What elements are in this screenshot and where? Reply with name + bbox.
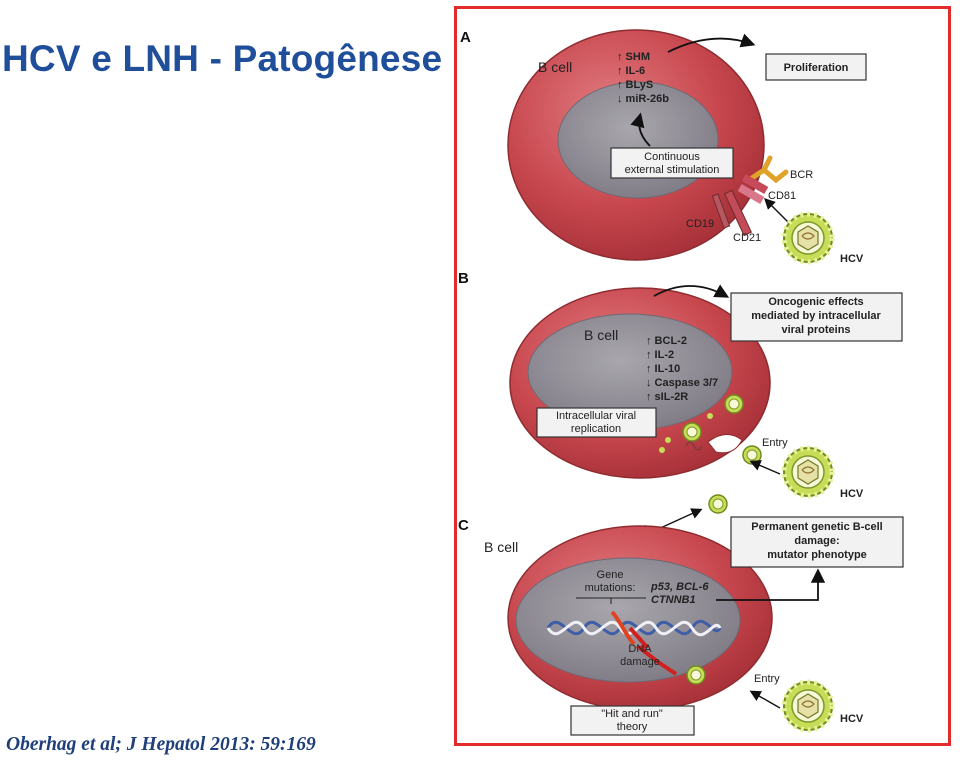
hcv-binding-arrow [764, 198, 791, 225]
panel-c-entry-label: Entry [754, 673, 780, 685]
gene-label-line1: Gene [597, 569, 624, 581]
genes-label-line2: CTNNB1 [651, 594, 696, 606]
cd21-receptor [723, 189, 753, 237]
hcv-virus-icon [784, 682, 832, 730]
dna-helix [546, 610, 722, 646]
viral-particle [707, 413, 713, 419]
small-virus-icon [686, 665, 706, 685]
oncogenic-label-line2: mediated by intracellular [751, 310, 881, 322]
exit-arrow [655, 508, 703, 531]
theory-label-line1: "Hit and run" [601, 708, 663, 720]
oncogenic-arrow [653, 284, 730, 298]
panel-b-marker: ↑ sIL-2R [646, 391, 688, 403]
hcv-virus-icon [784, 214, 832, 262]
panel-b-entry-label: Entry [762, 437, 788, 449]
panel-b-marker: ↑ IL-2 [646, 349, 674, 361]
panel-a-hcv-label: HCV [840, 253, 864, 265]
small-virus-icon [724, 394, 744, 414]
lightning-bolt [628, 626, 678, 676]
theory-box [570, 705, 695, 736]
viral-particle [665, 437, 671, 443]
oncogenic-label-line1: Oncogenic effects [768, 296, 863, 308]
proliferation-box [765, 53, 867, 81]
mutator-label-line1: Permanent genetic B-cell [751, 521, 882, 533]
viral-particle [659, 447, 665, 453]
gene-label-line2: mutations: [585, 582, 636, 594]
replication-label-line2: replication [571, 423, 621, 435]
panel-c-hcv-label: HCV [840, 713, 864, 725]
stimulation-label-line2: external stimulation [625, 164, 720, 176]
cd19-receptor [711, 193, 731, 229]
replication-label-line1: Intracellular viral [556, 410, 636, 422]
panel-b-hcv-label: HCV [840, 488, 864, 500]
mutator-label-line3: mutator phenotype [767, 549, 867, 561]
cd81-receptor [737, 174, 769, 204]
stimulation-label-line1: Continuous [644, 151, 700, 163]
oncogenic-box [730, 292, 903, 342]
hcv-virus-icon [784, 448, 832, 496]
cd81-label: CD81 [768, 190, 796, 202]
panel-a-letter: A [460, 29, 471, 46]
panel-b-marker: ↑ BCL-2 [646, 335, 687, 347]
panel-a-marker: ↑ BLyS [617, 79, 653, 91]
panel-a-marker: ↓ miR-26b [617, 93, 669, 105]
mutator-label-line2: damage: [794, 535, 839, 547]
dna-damage-label-line1: DNA [628, 643, 652, 655]
bcr-label: BCR [790, 169, 813, 181]
panel-a-marker: ↑ IL-6 [617, 65, 645, 77]
proliferation-arrow [667, 33, 756, 53]
panel-a-marker: ↑ SHM [617, 51, 650, 63]
stimulation-box [610, 147, 734, 179]
dna-damage-label-line2: damage [620, 656, 660, 668]
replication-box [536, 407, 657, 438]
panel-b-marker: ↑ IL-10 [646, 363, 680, 375]
panel-b-letter: B [458, 270, 469, 287]
slide-title: HCV e LNH - Patogênese [2, 38, 443, 79]
panel-c-cell [507, 525, 773, 711]
panel-c-cell-label: B cell [484, 539, 518, 555]
cd21-label: CD21 [733, 232, 761, 244]
bcr-receptor [749, 155, 789, 184]
entry-arrow [749, 460, 781, 475]
stimulation-arrow [630, 112, 651, 147]
citation: Oberhag et al; J Hepatol 2013: 59:169 [6, 734, 316, 755]
panel-c-letter: C [458, 517, 469, 534]
small-virus-icon [682, 422, 702, 442]
panel-b-marker: ↓ Caspase 3/7 [646, 377, 718, 389]
viral-rna [685, 441, 703, 451]
mutator-box [730, 516, 904, 568]
cd19-label: CD19 [686, 218, 714, 230]
proliferation-label: Proliferation [784, 62, 849, 74]
small-virus-icon [742, 445, 762, 465]
panel-a-cell-label: B cell [538, 59, 572, 75]
gene-bracket [576, 597, 646, 604]
mutator-arrow [716, 568, 826, 601]
oncogenic-label-line3: viral proteins [781, 324, 850, 336]
small-virus-icon [708, 494, 728, 514]
entry-arrow [749, 690, 781, 709]
panel-b-cell-label: B cell [584, 327, 618, 343]
genes-label-line1: p53, BCL-6 [650, 581, 709, 593]
theory-label-line2: theory [617, 721, 648, 733]
